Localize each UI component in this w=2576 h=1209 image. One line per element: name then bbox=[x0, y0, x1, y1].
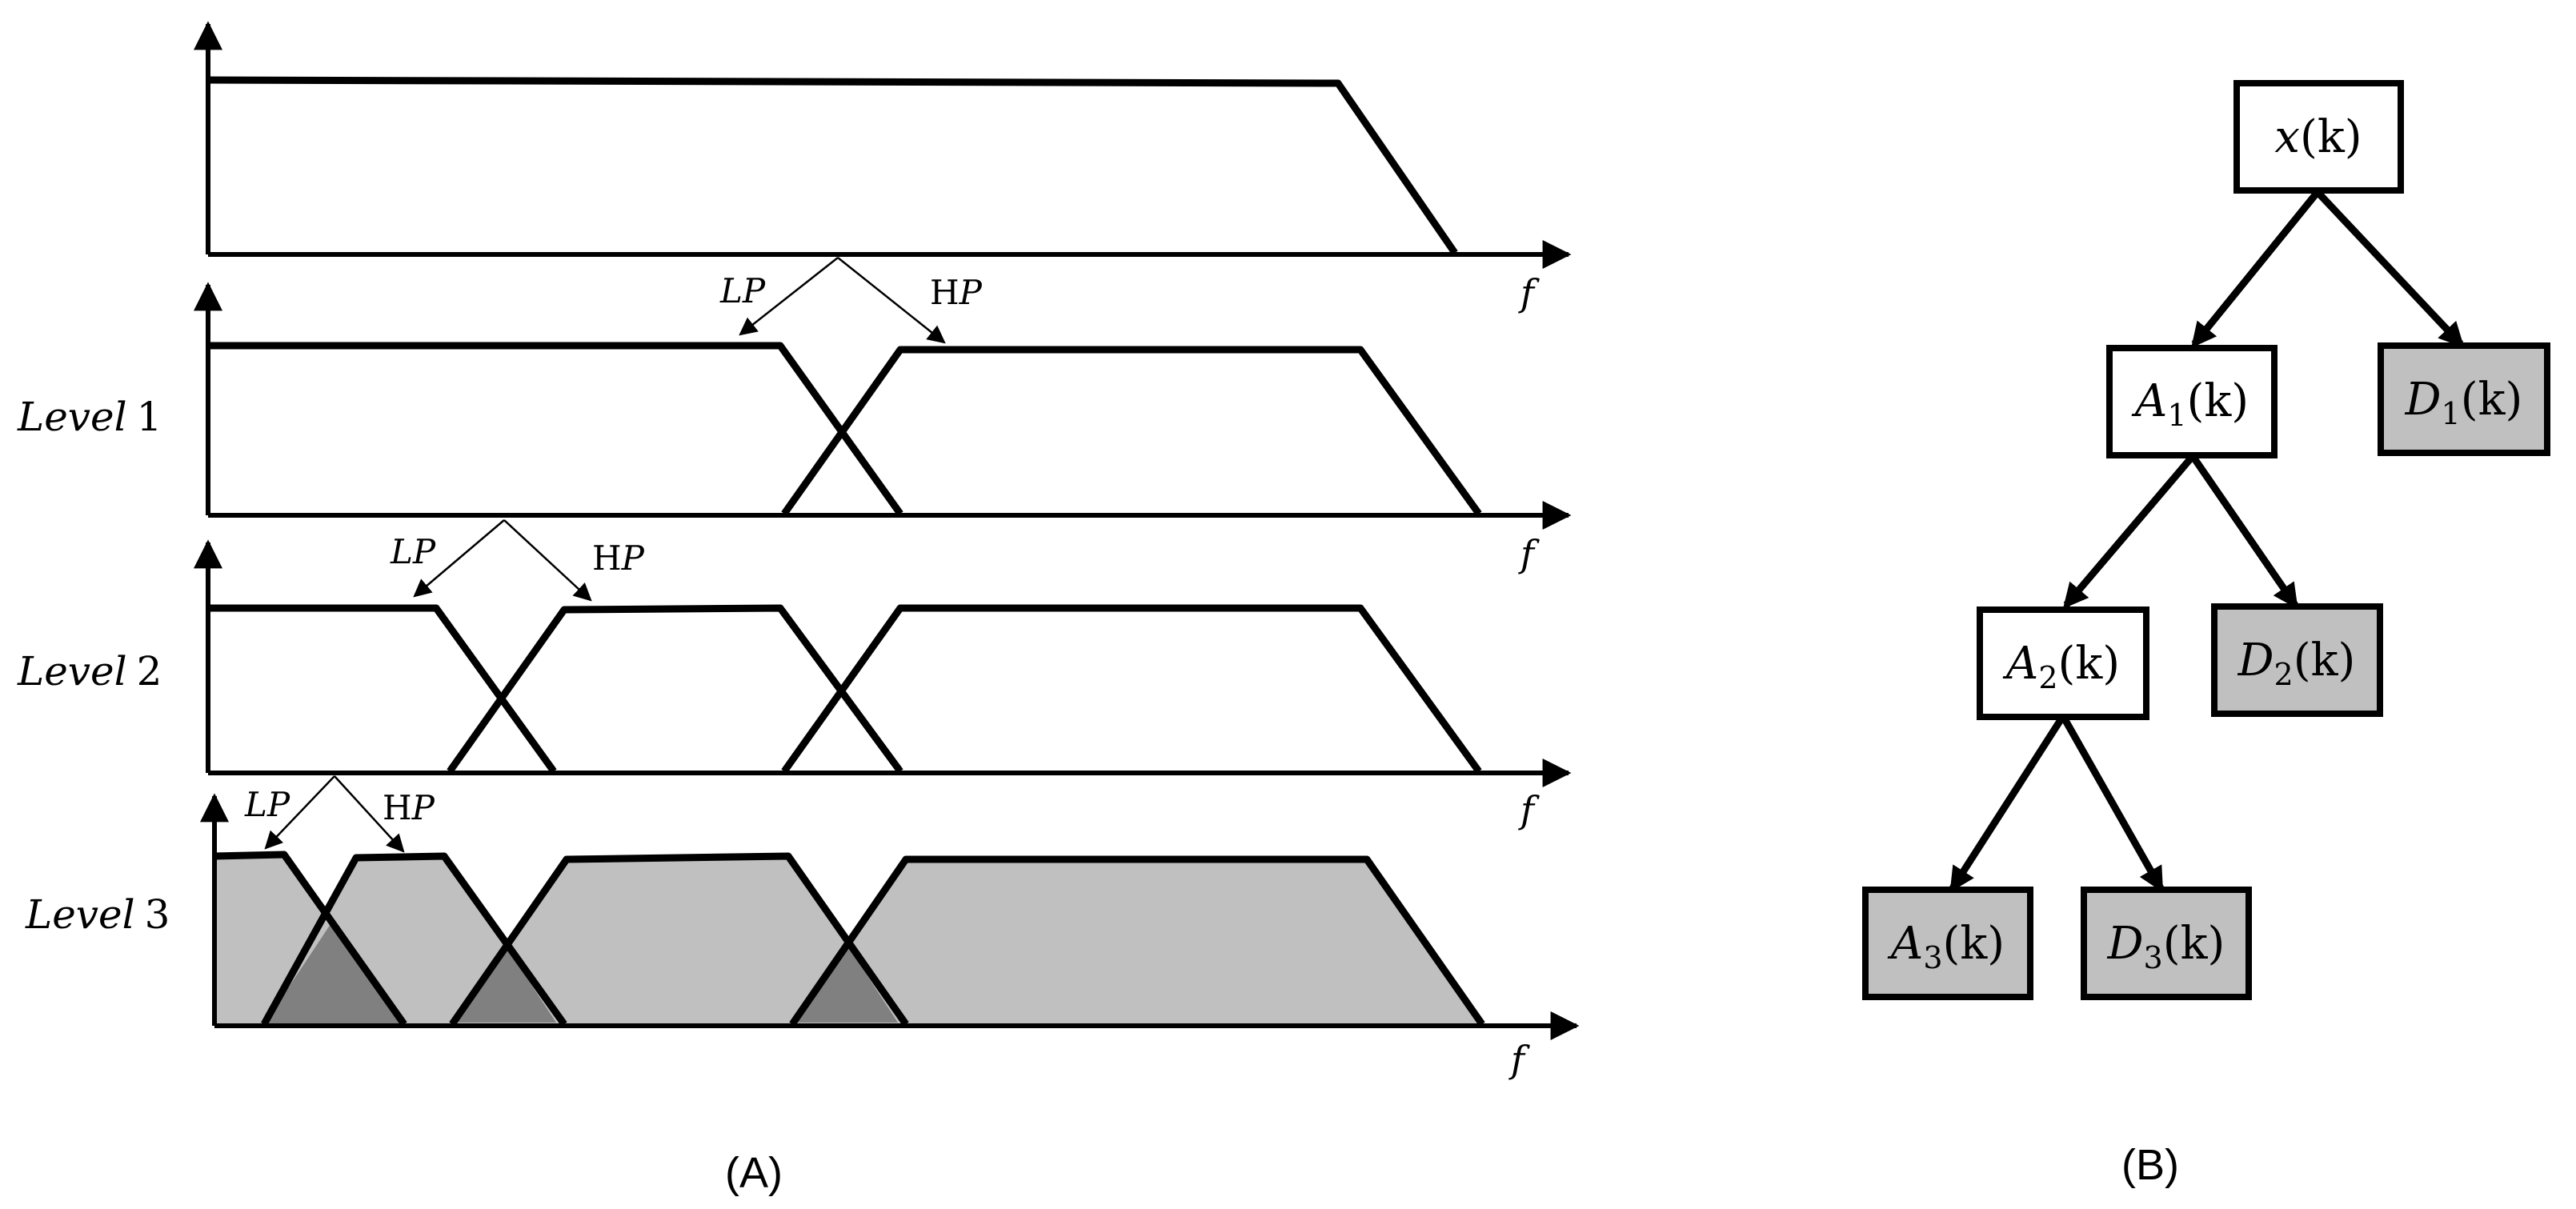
node-a2-box bbox=[1977, 607, 2149, 720]
lp-arrow bbox=[739, 257, 839, 336]
node-d3-box bbox=[2081, 887, 2252, 1000]
node-x: x(k) bbox=[2233, 80, 2404, 194]
edge-a1-a2 bbox=[2062, 454, 2196, 609]
mid-band bbox=[447, 604, 903, 774]
node-a1-label: A1(k) bbox=[2131, 375, 2249, 433]
band-d3-outline bbox=[261, 852, 567, 1027]
overlap-1 bbox=[264, 922, 404, 1024]
node-a1: A1(k) bbox=[2106, 345, 2278, 458]
band-d1-outline bbox=[789, 855, 1485, 1027]
axis-label-f: f bbox=[1518, 788, 1540, 831]
caption-b: (B) bbox=[2121, 1141, 2179, 1189]
overlap-2 bbox=[455, 946, 556, 1023]
edge-a2-a3 bbox=[1949, 714, 2066, 893]
hp-arrow bbox=[837, 257, 946, 344]
highpass-band bbox=[781, 604, 1482, 774]
lp-label: LP bbox=[244, 785, 290, 824]
hp-arrow bbox=[503, 519, 592, 602]
node-x-label: x(k) bbox=[2274, 111, 2362, 163]
panel-b: x(k) A1(k) D1(k) A2(k) D2(k) A3(k) D3(k)… bbox=[1862, 80, 2550, 1189]
hp-label: HP bbox=[592, 538, 645, 578]
edge-x-d1 bbox=[2314, 189, 2465, 348]
lp-arrow bbox=[413, 519, 505, 598]
filter-split-arrows: LP HP bbox=[719, 257, 983, 344]
node-a3: A3(k) bbox=[1862, 887, 2033, 1000]
hp-arrow bbox=[334, 775, 405, 853]
lp-label: LP bbox=[719, 271, 766, 310]
node-a3-box bbox=[1862, 887, 2033, 1000]
node-d1: D1(k) bbox=[2378, 342, 2550, 456]
axis-label-f: f bbox=[1518, 532, 1540, 575]
node-d3-label: D3(k) bbox=[2107, 918, 2225, 975]
highpass-band bbox=[781, 346, 1482, 516]
node-d2-label: D2(k) bbox=[2237, 635, 2356, 692]
axis-label-f: f bbox=[1508, 1038, 1530, 1081]
band-d2-fill bbox=[452, 856, 906, 1024]
edge-a2-d3 bbox=[2060, 714, 2164, 893]
caption-a: (A) bbox=[725, 1149, 783, 1197]
band-d1-fill bbox=[792, 859, 1482, 1024]
signal-band bbox=[209, 76, 1458, 255]
node-d1-label: D1(k) bbox=[2405, 374, 2523, 431]
lowpass-band bbox=[210, 342, 903, 516]
filter-split-arrows: LP HP bbox=[244, 775, 435, 853]
lp-label: LP bbox=[390, 532, 436, 571]
band-a3-outline bbox=[214, 851, 407, 1027]
axis-label-f: f bbox=[1518, 271, 1540, 314]
node-d3: D3(k) bbox=[2081, 887, 2252, 1000]
node-a1-box bbox=[2106, 345, 2278, 458]
hp-label: HP bbox=[930, 273, 983, 312]
overlap-3 bbox=[794, 944, 898, 1023]
node-x-box bbox=[2233, 80, 2404, 194]
node-a2: A2(k) bbox=[1977, 607, 2149, 720]
original-spectrum: f bbox=[194, 21, 1572, 314]
node-d2: D2(k) bbox=[2211, 603, 2383, 717]
edge-a1-d2 bbox=[2189, 454, 2298, 610]
filter-split-arrows: LP HP bbox=[390, 519, 645, 602]
edge-x-a1 bbox=[2191, 190, 2321, 348]
node-a3-label: A3(k) bbox=[1887, 918, 2005, 975]
node-d2-box bbox=[2211, 603, 2383, 717]
node-a2-label: A2(k) bbox=[2002, 638, 2120, 695]
node-d1-box bbox=[2378, 342, 2550, 456]
lowpass-band bbox=[210, 604, 557, 774]
lp-arrow bbox=[264, 775, 335, 850]
hp-label: HP bbox=[383, 788, 435, 827]
